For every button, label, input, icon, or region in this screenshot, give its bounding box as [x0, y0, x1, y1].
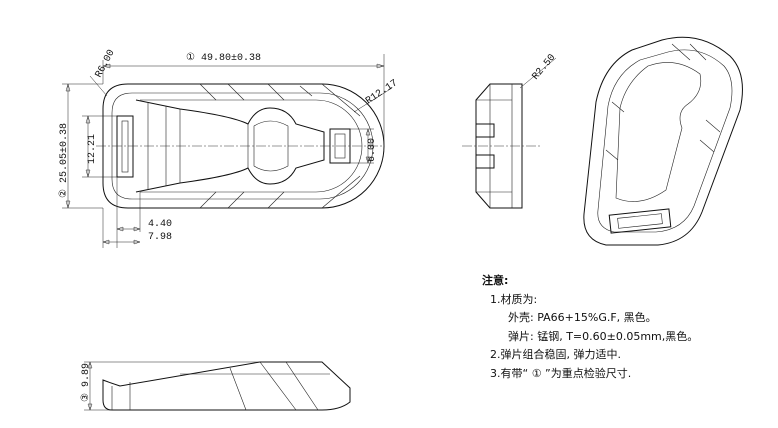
note-item-3: 3.有带“ ① ”为重点检验尺寸. [490, 366, 632, 380]
dim-slot-depth: 4.40 [148, 219, 172, 230]
note-item-1: 1.材质为: [490, 292, 538, 306]
top-view [96, 83, 385, 209]
note-item-1a: 外壳: PA66+15%G.F, 黑色。 [508, 311, 657, 324]
dim-overall-length: ① 49.80±0.38 [186, 52, 261, 64]
dim-overall-width: ② 25.05±0.38 [58, 123, 70, 198]
note-item-2: 2.弹片组合稳固, 弹力适中. [490, 348, 621, 361]
note-item-1b: 弹片: 锰钢, T=0.60±0.05mm,黑色。 [508, 329, 699, 343]
side-view: R2.50 [462, 53, 559, 209]
dim-slot-offset: 7.98 [148, 232, 172, 243]
notes-title: 注意: [482, 274, 509, 287]
dim-nose-radius: R12.17 [364, 78, 400, 107]
dim-inner-width: 12.21 [87, 134, 98, 164]
isometric-view [583, 36, 743, 246]
dim-slot-height: 6.00 [367, 138, 378, 162]
top-view-dimensions: ① 49.80±0.38 R6.00 R12.17 ② 25.05±0.38 1… [58, 48, 400, 248]
notes-block: 注意: 1.材质为: 外壳: PA66+15%G.F, 黑色。 弹片: 锰钢, … [482, 272, 698, 383]
dim-thickness: ③ 9.89 [80, 363, 92, 402]
dim-corner-radius: R6.00 [94, 48, 118, 80]
dim-edge-radius: R2.50 [531, 53, 559, 83]
front-view: ③ 9.89 [80, 361, 351, 411]
